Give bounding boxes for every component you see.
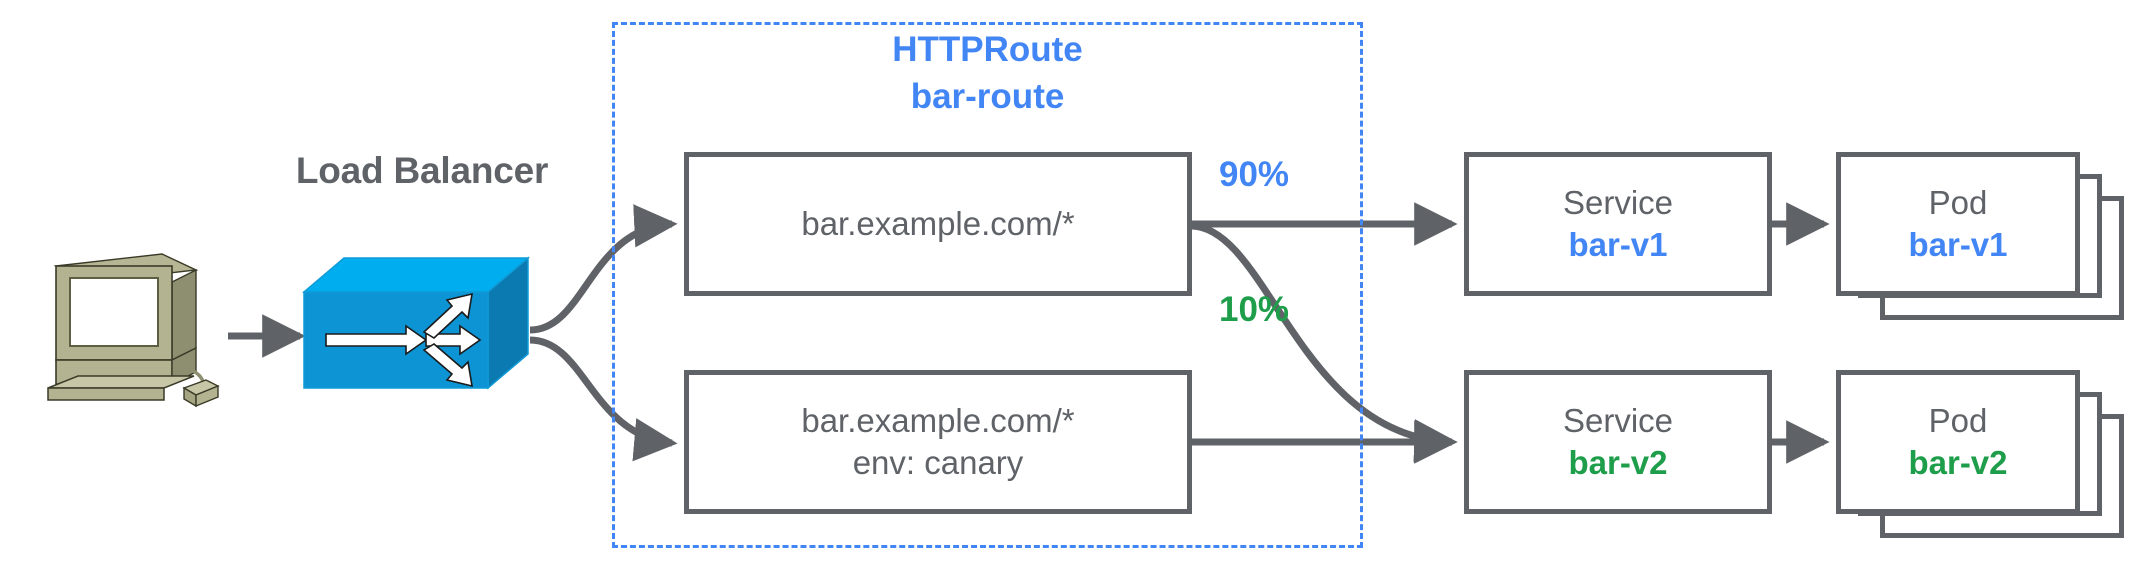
- service-kind-label: Service: [1562, 184, 1674, 221]
- httproute-kind-label: HTTPRoute: [892, 30, 1083, 69]
- service-name-label: bar-v1: [1568, 226, 1668, 263]
- client-workstation: [44, 248, 224, 408]
- route-rule-match-line: bar.example.com/*: [801, 205, 1075, 242]
- pod-stack-v2: Pod bar-v2: [1836, 370, 2126, 540]
- load-balancer-title: Load Balancer: [295, 150, 549, 191]
- arrow-lb-to-rule-canary: [529, 336, 678, 462]
- service-kind-label: Service: [1562, 402, 1674, 439]
- service-box-v2[interactable]: Service bar-v2: [1464, 370, 1772, 514]
- service-box-v1[interactable]: Service bar-v1: [1464, 152, 1772, 296]
- httproute-group-boundary: [612, 22, 1363, 548]
- load-balancer-node: [300, 248, 532, 408]
- httproute-group-title: HTTPRoute bar-route: [612, 26, 1363, 120]
- route-rule-box-primary[interactable]: bar.example.com/*: [684, 152, 1192, 296]
- weight-label-primary: 90%: [1219, 155, 1290, 194]
- weight-label-canary: 10%: [1219, 290, 1290, 329]
- route-rule-box-canary[interactable]: bar.example.com/* env: canary: [684, 370, 1192, 514]
- pod-name-label: bar-v1: [1908, 226, 2008, 263]
- workstation-icon: [47, 253, 220, 408]
- load-balancer-icon: [301, 256, 531, 390]
- arrow-rule-primary-to-service-v2: [1191, 222, 1458, 463]
- route-rule-match-header: env: canary: [852, 444, 1024, 481]
- arrow-lb-to-rule-primary: [529, 204, 678, 334]
- service-name-label: bar-v2: [1568, 444, 1668, 481]
- pod-name-label: bar-v2: [1908, 444, 2008, 481]
- pod-stack-v1: Pod bar-v1: [1836, 152, 2126, 322]
- route-rule-match-line: bar.example.com/*: [801, 402, 1075, 439]
- pod-box-v1[interactable]: Pod bar-v1: [1836, 152, 2080, 296]
- httproute-name-label: bar-route: [910, 77, 1065, 116]
- pod-box-v2[interactable]: Pod bar-v2: [1836, 370, 2080, 514]
- pod-kind-label: Pod: [1928, 184, 1988, 221]
- pod-kind-label: Pod: [1928, 402, 1988, 439]
